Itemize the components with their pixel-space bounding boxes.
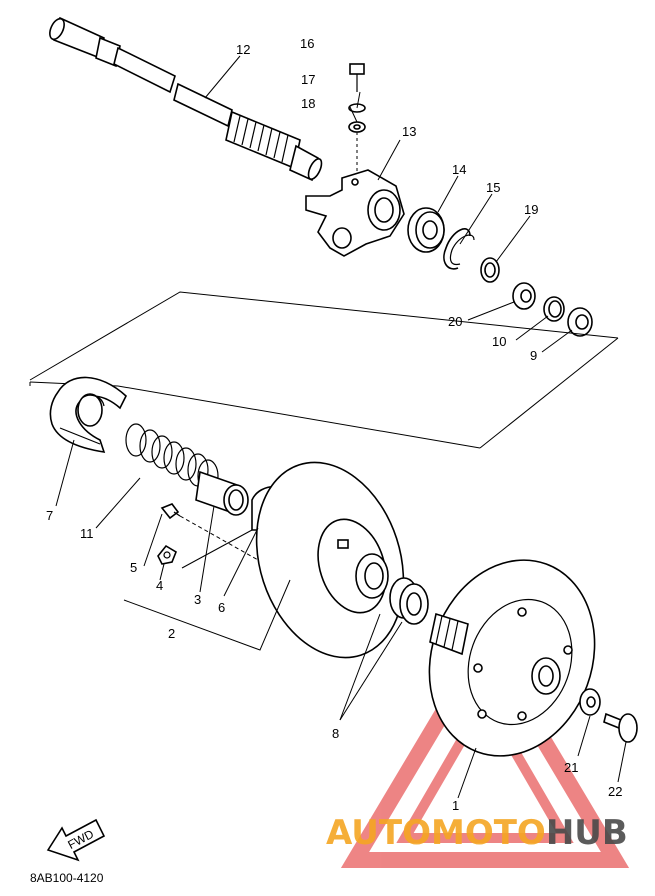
washer-21 <box>579 688 601 716</box>
label-12: 12 <box>236 42 250 57</box>
label-18: 18 <box>301 96 315 111</box>
label-21: 21 <box>564 760 578 775</box>
label-22: 22 <box>608 784 622 799</box>
label-14: 14 <box>452 162 466 177</box>
fwd-arrow-icon: FWD <box>46 818 106 862</box>
nut-4 <box>157 544 177 565</box>
watermark-text: AUTOMOTOHUB <box>326 813 628 853</box>
bushing-8 <box>389 577 429 625</box>
label-17: 17 <box>301 72 315 87</box>
bracket-13 <box>305 169 405 257</box>
label-8: 8 <box>332 726 339 741</box>
assembly-boundary-lines <box>29 291 619 449</box>
shaft-12 <box>49 16 323 182</box>
fixed-sheave-1 <box>428 559 596 757</box>
label-16: 16 <box>300 36 314 51</box>
bearing-14 <box>407 207 445 253</box>
part-number-labels: 12 16 17 18 13 14 15 19 20 10 9 7 11 5 4… <box>46 36 622 813</box>
cam-7 <box>49 376 127 453</box>
leader-lines <box>55 55 627 799</box>
bolt-22 <box>603 712 638 743</box>
washer-18 <box>348 121 366 133</box>
label-1: 1 <box>452 798 459 813</box>
label-6: 6 <box>218 600 225 615</box>
sleeve-3 <box>195 470 249 516</box>
watermark-auto: AUTO <box>326 813 431 853</box>
washer-9 <box>567 307 593 337</box>
label-4: 4 <box>156 578 163 593</box>
label-11: 11 <box>80 526 94 541</box>
circlip-10 <box>543 296 565 322</box>
label-20: 20 <box>448 314 462 329</box>
label-5: 5 <box>130 560 137 575</box>
watermark-logo-triangle <box>340 626 630 868</box>
label-2: 2 <box>168 626 175 641</box>
spring-11 <box>125 423 219 493</box>
sheave-6 <box>251 461 405 659</box>
diagram-code: 8AB100-4120 <box>30 871 104 885</box>
washer-20 <box>512 282 536 310</box>
label-3: 3 <box>194 592 201 607</box>
svg-text:AUTOMOTOHUB: AUTOMOTOHUB <box>326 813 628 853</box>
label-9: 9 <box>530 348 537 363</box>
label-7: 7 <box>46 508 53 523</box>
label-15: 15 <box>486 180 500 195</box>
bolt-5 <box>160 503 181 520</box>
label-13: 13 <box>402 124 416 139</box>
bolt-16 <box>349 63 365 92</box>
watermark-hub: HUB <box>546 813 628 853</box>
circlip-15 <box>443 228 475 270</box>
label-19: 19 <box>524 202 538 217</box>
watermark-moto: MOTO <box>431 813 546 853</box>
label-10: 10 <box>492 334 506 349</box>
circlip-19 <box>480 257 500 283</box>
